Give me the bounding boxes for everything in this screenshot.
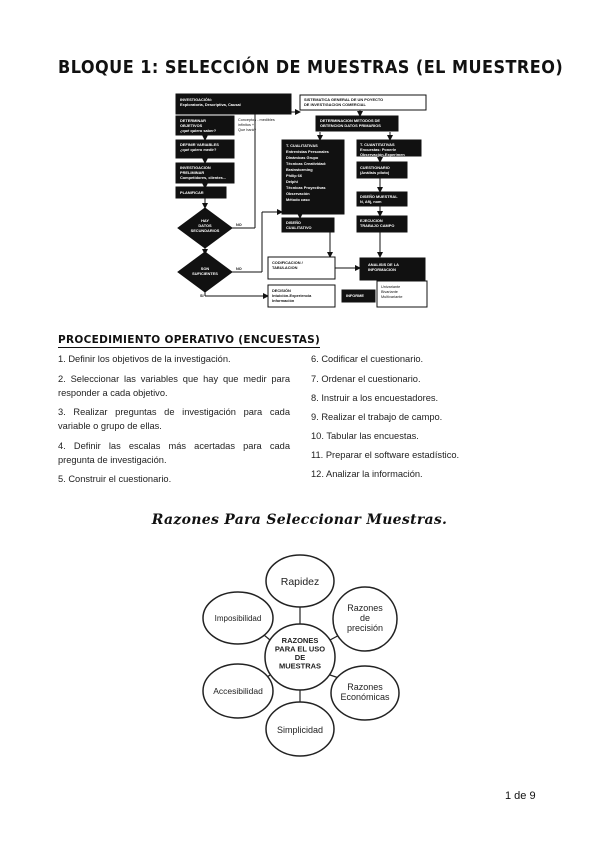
procedure-step-1: 1. Definir los objetivos de la investiga… bbox=[58, 354, 231, 364]
procedure-heading: PROCEDIMIENTO OPERATIVO (ENCUESTAS) bbox=[58, 334, 321, 348]
fc-codificacion: CODIFICACION /TABULACION bbox=[272, 260, 304, 270]
fc-planificar: PLANIFICAR bbox=[180, 190, 204, 195]
reason-imposibilidad-circle bbox=[202, 591, 274, 645]
reason-rapidez-circle bbox=[265, 554, 335, 608]
fc-definir-variables: DEFINIR VARIABLES¿qué quiero medir? bbox=[180, 142, 219, 152]
fc-si: SI bbox=[200, 294, 204, 298]
reason-simplicidad-circle bbox=[265, 701, 335, 757]
procedure-step-12: 12. Analizar la información. bbox=[311, 469, 423, 479]
procedure-step-4: 4. Definir las escalas más acertadas par… bbox=[58, 441, 290, 465]
reasons-title: Razones Para Seleccionar Muestras. bbox=[151, 512, 448, 528]
reason-economicas-circle bbox=[330, 665, 400, 721]
page-title: BLOQUE 1: SELECCIÓN DE MUESTRAS (EL MUES… bbox=[58, 58, 564, 78]
reason-simplicidad-label: Simplicidad bbox=[277, 725, 323, 735]
fc-informe: INFORME bbox=[346, 293, 364, 298]
procedure-step-8: 8. Instruir a los encuestadores. bbox=[311, 393, 439, 403]
reason-accesibilidad-label: Accesibilidad bbox=[213, 686, 263, 696]
reason-accesibilidad-circle bbox=[202, 663, 274, 719]
procedure-step-10: 10. Tabular las encuestas. bbox=[311, 431, 419, 441]
reason-rapidez-label: Rapidez bbox=[281, 576, 320, 588]
procedure-step-3: 3. Realizar preguntas de investigación p… bbox=[58, 407, 290, 431]
fc-no-2: NO bbox=[236, 267, 242, 271]
procedure-step-6: 6. Codificar el cuestionario. bbox=[311, 354, 424, 364]
reason-precision-circle bbox=[332, 586, 398, 652]
procedure-step-7: 7. Ordenar el cuestionario. bbox=[311, 374, 421, 384]
reason-center-circle bbox=[264, 623, 336, 691]
procedure-step-11: 11. Preparar el software estadístico. bbox=[311, 450, 460, 460]
procedure-step-2: 2. Seleccionar las variables que hay que… bbox=[58, 374, 290, 398]
reason-imposibilidad-label: Imposibilidad bbox=[215, 614, 262, 623]
fc-no-1: NO bbox=[236, 223, 242, 227]
procedure-step-5: 5. Construir el cuestionario. bbox=[58, 474, 172, 484]
procedure-step-9: 9. Realizar el trabajo de campo. bbox=[311, 412, 443, 422]
fc-investigacion: INVESTIGACIÓN:Exploratoria, Descriptiva,… bbox=[180, 97, 241, 107]
page-number: 1 de 9 bbox=[505, 790, 536, 802]
fc-cuestionario: CUESTIONARIO(Análisis piloto) bbox=[360, 165, 390, 175]
